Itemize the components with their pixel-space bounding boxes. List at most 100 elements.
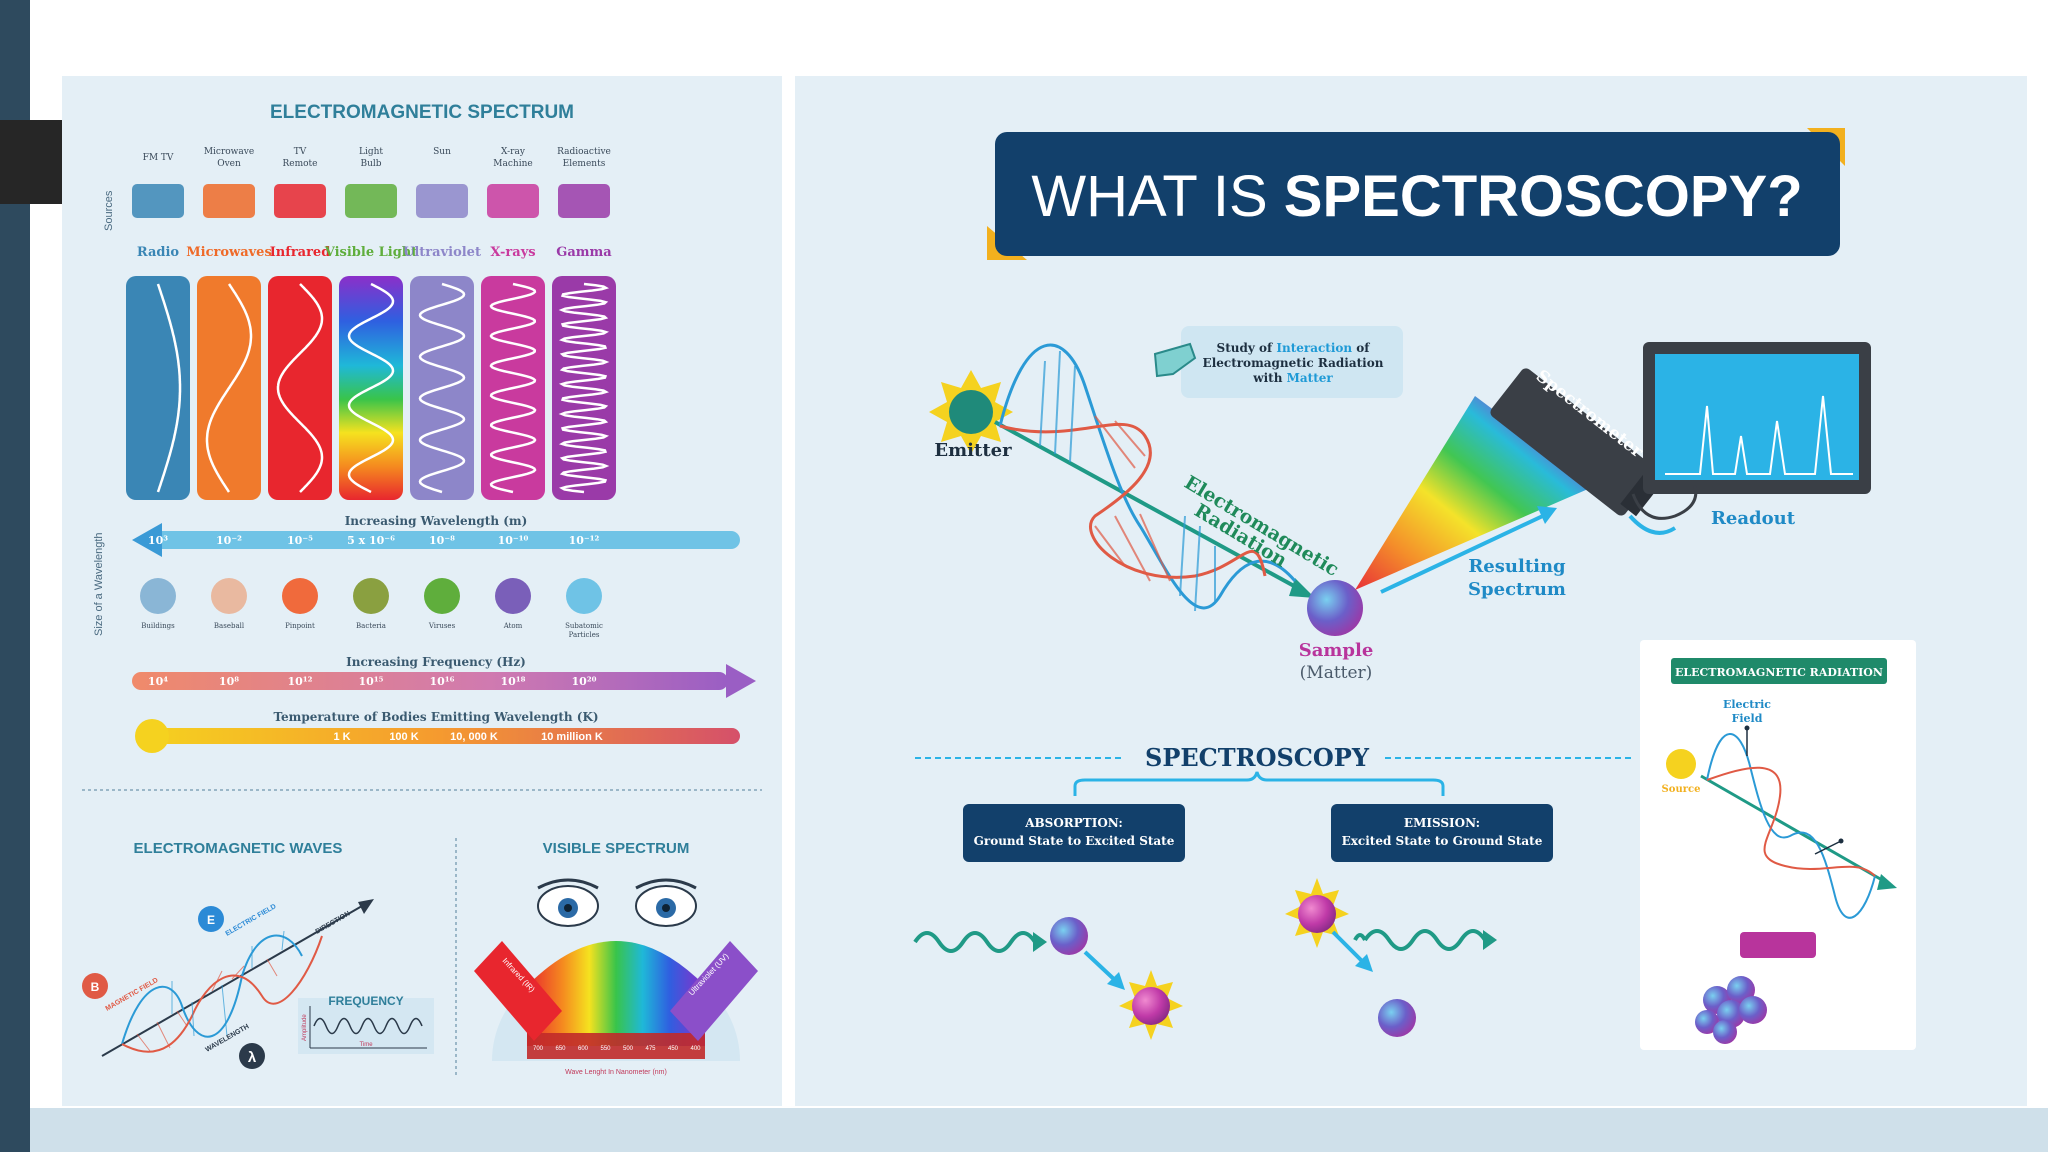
inset-magenta-label-bar — [1740, 932, 1816, 958]
size-example-label: Pinpoint — [285, 622, 315, 630]
electric-field-label: ELECTRIC FIELD — [225, 903, 278, 938]
sources-row: FM TVRadioMicrowaveOvenMicrowavesTVRemot… — [132, 147, 612, 260]
sample-sphere-icon — [1307, 580, 1363, 636]
frequency-tick: 10⁴ — [148, 675, 168, 688]
wavelength-title: Increasing Wavelength (m) — [345, 514, 528, 528]
temperature-title: Temperature of Bodies Emitting Wavelengt… — [273, 710, 598, 724]
source-band-label: Infrared — [270, 245, 331, 260]
wavelength-tick: 10⁻¹² — [569, 534, 600, 547]
source-device-icon — [558, 184, 610, 218]
readout-label: Readout — [1711, 508, 1796, 529]
wave-columns — [126, 276, 616, 500]
sources-label: Sources — [103, 190, 115, 231]
temperature-tick: 10, 000 K — [450, 731, 498, 743]
spectroscopy-brace — [1073, 771, 1445, 796]
lambda-badge: λ — [248, 1049, 257, 1066]
inset-wave-illustration — [1666, 725, 1897, 919]
source-band-label: Ultraviolet — [403, 245, 481, 260]
visible-tick: 600 — [578, 1046, 589, 1052]
electric-field-line-1: Electric — [1723, 698, 1771, 711]
size-example-icon — [140, 578, 176, 614]
emission-illustration — [1285, 878, 1497, 1037]
title: WHAT IS SPECTROSCOPY? — [1031, 164, 1802, 229]
frequency-tick: 10¹⁵ — [359, 675, 384, 688]
frequency-tick: 10⁸ — [219, 675, 239, 688]
study-bubble — [1153, 326, 1403, 398]
visible-axis-label: Wave Lenght In Nanometer (nm) — [565, 1069, 667, 1076]
spectrum-title: ELECTROMAGNETIC SPECTRUM — [270, 102, 574, 123]
readout-monitor-icon — [1628, 342, 1871, 535]
emission-box — [1331, 804, 1553, 862]
size-example-icon — [566, 578, 602, 614]
source-device-label: Machine — [493, 159, 532, 169]
wavelength-tick: 10⁻⁵ — [287, 534, 313, 547]
resulting-spectrum-arrow — [1380, 506, 1557, 594]
size-example-label: Particles — [569, 631, 600, 639]
wavelength-tick: 10⁻² — [216, 534, 242, 547]
pointing-hand-icon — [1153, 342, 1197, 378]
matter-label: (Matter) — [1300, 663, 1373, 683]
temperature-tick: 100 K — [389, 731, 418, 743]
study-line-1: Study of Interaction of — [1217, 341, 1371, 355]
visible-tick: 500 — [623, 1046, 634, 1052]
magnetic-field-label: MAGNETIC FIELD — [105, 977, 160, 1013]
source-device-label: FM TV — [143, 153, 174, 163]
molecule-icon — [1695, 976, 1767, 1044]
wavelength-tick: 5 x 10⁻⁶ — [347, 534, 395, 547]
frequency-tick: 10¹² — [288, 675, 313, 688]
frequency-tick: 10²⁰ — [572, 675, 597, 688]
absorption-title: ABSORPTION: — [1024, 816, 1123, 830]
source-device-label: TV — [294, 147, 307, 157]
amplitude-label: Amplitude — [302, 1014, 308, 1041]
wave-column — [268, 276, 332, 500]
study-line-2: Electromagnetic Radiation — [1203, 356, 1384, 370]
source-device-icon — [345, 184, 397, 218]
frequency-tick: 10¹⁸ — [501, 675, 526, 688]
size-example-label: Bacteria — [356, 622, 386, 630]
spectroscopy-panel: WHAT IS SPECTROSCOPY? Study of Interacti… — [795, 76, 2027, 1106]
frequency-tick: 10¹⁶ — [430, 675, 455, 688]
frequency-box: Time Amplitude — [298, 998, 434, 1054]
visible-tick: 450 — [668, 1046, 679, 1052]
direction-label: DIRECTION — [315, 910, 352, 935]
frequency-ticks: 10⁴ 10⁸ 10¹² 10¹⁵ 10¹⁶ 10¹⁸ 10²⁰ — [148, 675, 597, 688]
wave-line — [156, 283, 182, 493]
source-band-label: Microwaves — [186, 245, 272, 260]
temperature-tick: 1 K — [333, 731, 350, 743]
spectroscopy-diagram: WHAT IS SPECTROSCOPY? Study of Interacti… — [913, 128, 1916, 1050]
b-badge: B — [91, 980, 100, 994]
size-example-label: Baseball — [214, 622, 245, 630]
temperature-tick: 10 million K — [541, 731, 603, 743]
size-example-icon — [211, 578, 247, 614]
visible-tick: 700 — [533, 1046, 544, 1052]
source-device-icon — [132, 184, 184, 218]
electromagnetic-spectrum-diagram: ELECTROMAGNETIC SPECTRUM Sources FM TV Ra… — [82, 102, 762, 1076]
slide-bottom-band — [30, 1108, 2048, 1152]
wave-column — [126, 276, 190, 500]
size-example-label: Atom — [503, 622, 523, 630]
visible-tick: 650 — [555, 1046, 566, 1052]
emitter-label: Emitter — [934, 440, 1012, 461]
source-device-label: Microwave — [204, 147, 254, 157]
wave-line — [558, 282, 610, 494]
wavelength-tick: 10⁻⁸ — [429, 534, 455, 547]
size-example-icon — [495, 578, 531, 614]
source-band-label: Gamma — [556, 245, 612, 260]
spectroscopy-heading: SPECTROSCOPY — [1145, 743, 1370, 772]
slide-side-tab — [0, 120, 62, 204]
source-label: Source — [1662, 784, 1701, 795]
frequency-arrow — [132, 664, 756, 698]
wave-line — [205, 283, 253, 493]
source-device-label: Radioactive — [557, 147, 611, 157]
wavelength-tick: 10³ — [148, 534, 168, 547]
em-waves-title: ELECTROMAGNETIC WAVES — [134, 840, 343, 857]
source-device-label: Remote — [283, 159, 318, 169]
absorption-desc: Ground State to Excited State — [974, 834, 1175, 848]
time-label: Time — [359, 1042, 373, 1048]
em-radiation-inset-card — [1640, 640, 1916, 1050]
inset-title-bar — [1671, 658, 1887, 684]
wavelength-arrow — [132, 523, 740, 557]
visible-spectrum-title: VISIBLE SPECTRUM — [543, 840, 690, 857]
